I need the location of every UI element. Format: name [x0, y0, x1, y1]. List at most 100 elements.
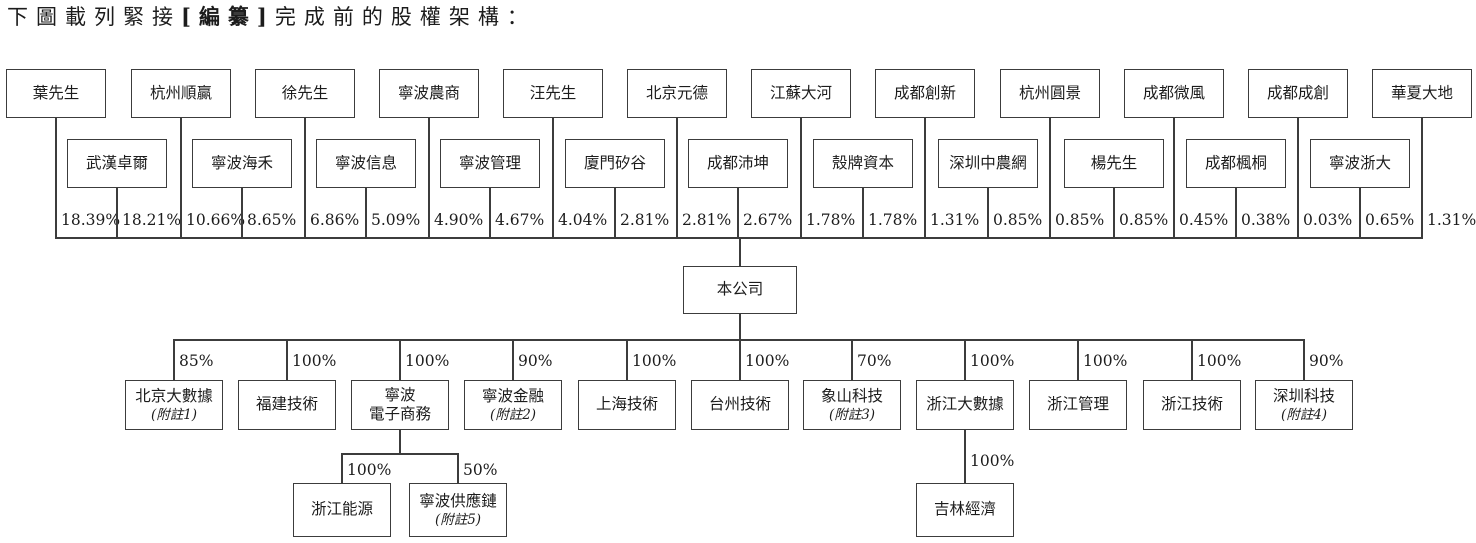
- shareholder-box: 楊先生: [1064, 139, 1164, 188]
- subsidiary-name: 北京大數據: [135, 387, 213, 406]
- subsidiary-box: 吉林經濟: [916, 483, 1014, 537]
- connector-line: [428, 118, 430, 238]
- connector-line: [1077, 340, 1079, 380]
- connector-line: [987, 188, 989, 238]
- connector-line: [173, 339, 1305, 341]
- ownership-percentage: 70%: [857, 352, 892, 370]
- ownership-percentage: 1.78%: [868, 211, 918, 229]
- ownership-percentage: 0.85%: [1119, 211, 1169, 229]
- ownership-percentage: 6.86%: [310, 211, 360, 229]
- subsidiary-name: 台州技術: [708, 395, 771, 414]
- connector-line: [399, 430, 401, 454]
- shareholder-name: 武漢卓爾: [85, 153, 148, 172]
- subsidiary-name: 浙江管理: [1046, 395, 1109, 414]
- ownership-percentage: 100%: [970, 352, 1015, 370]
- connector-line: [1303, 340, 1305, 380]
- shareholder-box: 成都創新: [875, 69, 975, 118]
- connector-line: [1049, 118, 1051, 238]
- subsidiary-box: 象山科技(附註3): [803, 380, 901, 430]
- subsidiary-box: 台州技術: [691, 380, 789, 430]
- connector-line: [173, 340, 175, 380]
- subsidiary-box: 浙江技術: [1143, 380, 1241, 430]
- connector-line: [739, 340, 741, 380]
- subsidiary-box: 北京大數據(附註1): [125, 380, 223, 430]
- shareholder-box: 葉先生: [6, 69, 106, 118]
- ownership-percentage: 2.81%: [620, 211, 670, 229]
- shareholder-name: 成都微風: [1142, 83, 1205, 102]
- connector-line: [851, 340, 853, 380]
- shareholder-box: 深圳中農網: [938, 139, 1038, 188]
- ownership-percentage: 4.67%: [495, 211, 545, 229]
- subsidiary-name: 浙江大數據: [926, 395, 1004, 414]
- connector-line: [1421, 118, 1423, 238]
- connector-line: [489, 188, 491, 238]
- ownership-percentage: 0.45%: [1179, 211, 1229, 229]
- ownership-percentage: 5.09%: [371, 211, 421, 229]
- shareholder-box: 杭州順贏: [131, 69, 231, 118]
- subsidiary-name: 浙江能源: [310, 500, 373, 519]
- ownership-percentage: 100%: [1083, 352, 1128, 370]
- shareholder-name: 寧波信息: [334, 153, 397, 172]
- ownership-percentage: 0.85%: [1055, 211, 1105, 229]
- shareholder-name: 徐先生: [281, 83, 329, 102]
- connector-line: [55, 118, 57, 238]
- note-label: (附註2): [489, 406, 537, 423]
- subsidiary-name: 寧波: [384, 385, 416, 404]
- ownership-percentage: 0.65%: [1365, 211, 1415, 229]
- shareholder-box: 華夏大地: [1372, 69, 1472, 118]
- ownership-percentage: 10.66%: [186, 211, 246, 229]
- ownership-percentage: 100%: [1197, 352, 1242, 370]
- shareholder-name: 寧波海禾: [210, 153, 273, 172]
- shareholder-name: 杭州順贏: [149, 83, 212, 102]
- shareholder-name: 殼牌資本: [831, 153, 894, 172]
- connector-line: [737, 188, 739, 238]
- connector-line: [739, 238, 741, 266]
- title-prefix: 下圖載列緊接: [7, 5, 181, 29]
- subsidiary-box: 寧波電子商務: [351, 380, 449, 430]
- connector-line: [1191, 340, 1193, 380]
- connector-line: [739, 314, 741, 340]
- title-redacted-term: [編纂]: [181, 4, 275, 29]
- shareholder-box: 成都成創: [1248, 69, 1348, 118]
- shareholder-box: 江蘇大河: [751, 69, 851, 118]
- ownership-percentage: 85%: [179, 352, 214, 370]
- subsidiary-name: 寧波金融: [481, 387, 544, 406]
- ownership-percentage: 4.90%: [434, 211, 484, 229]
- connector-line: [286, 340, 288, 380]
- ownership-percentage: 0.38%: [1241, 211, 1291, 229]
- ownership-percentage: 100%: [745, 352, 790, 370]
- shareholder-name: 廈門矽谷: [583, 153, 646, 172]
- shareholder-box: 成都楓桐: [1186, 139, 1286, 188]
- connector-line: [457, 454, 459, 483]
- ownership-percentage: 90%: [1309, 352, 1344, 370]
- connector-line: [924, 118, 926, 238]
- subsidiary-name: 寧波供應鏈: [419, 492, 497, 511]
- connector-line: [1173, 118, 1175, 238]
- shareholder-box: 寧波管理: [440, 139, 540, 188]
- connector-line: [862, 188, 864, 238]
- ownership-percentage: 18.39%: [61, 211, 121, 229]
- ownership-percentage: 8.65%: [247, 211, 297, 229]
- connector-line: [1113, 188, 1115, 238]
- shareholder-box: 寧波海禾: [192, 139, 292, 188]
- ownership-percentage: 4.04%: [558, 211, 608, 229]
- shareholder-name: 江蘇大河: [769, 83, 832, 102]
- shareholder-name: 楊先生: [1090, 153, 1138, 172]
- subsidiary-name: 福建技術: [255, 395, 318, 414]
- ownership-percentage: 18.21%: [122, 211, 182, 229]
- connector-line: [180, 118, 182, 238]
- subsidiary-box: 上海技術: [578, 380, 676, 430]
- subsidiary-box: 寧波供應鏈(附註5): [409, 483, 507, 537]
- subsidiary-box: 深圳科技(附註4): [1255, 380, 1353, 430]
- ownership-percentage: 2.67%: [743, 211, 793, 229]
- shareholder-box: 寧波信息: [316, 139, 416, 188]
- connector-line: [1235, 188, 1237, 238]
- shareholder-name: 汪先生: [529, 83, 577, 102]
- ownership-percentage: 0.03%: [1303, 211, 1353, 229]
- shareholder-box: 杭州圓景: [1000, 69, 1100, 118]
- shareholder-box: 寧波農商: [379, 69, 479, 118]
- company-box: 本公司: [683, 266, 797, 314]
- shareholder-name: 杭州圓景: [1018, 83, 1081, 102]
- subsidiary-box: 浙江能源: [293, 483, 391, 537]
